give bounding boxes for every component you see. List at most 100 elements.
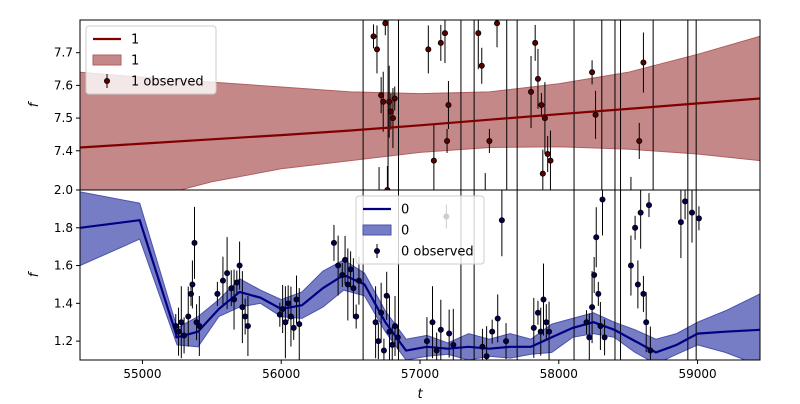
top-observed-point-16	[445, 102, 452, 109]
bot-observed-point-85	[695, 215, 702, 222]
bot-legend-band-swatch	[362, 224, 392, 236]
bot-observed-point-51	[446, 330, 453, 337]
top-ytick-label-0: 7.4	[54, 144, 73, 158]
bot-observed-point-28	[330, 239, 337, 246]
bot-observed-point-54	[483, 353, 490, 360]
bot-observed-point-46	[423, 338, 430, 345]
bot-ytick-label-0: 1.2	[54, 334, 73, 348]
xtick-label-2: 57000	[401, 367, 439, 381]
bot-observed-point-7	[191, 239, 198, 246]
bot-observed-point-39	[378, 309, 385, 316]
top-observed-point-7	[386, 98, 393, 105]
bot-observed-point-56	[494, 315, 501, 322]
bot-observed-point-34	[350, 285, 357, 292]
top-observed-point-26	[539, 170, 546, 177]
top-observed-point-15	[444, 137, 451, 144]
bot-observed-point-65	[583, 319, 590, 326]
bot-observed-point-78	[640, 290, 647, 297]
bot-legend-label-0: 0	[401, 203, 409, 218]
bot-observed-point-61	[537, 328, 544, 335]
bot-observed-point-47	[429, 319, 436, 326]
bot-observed-point-36	[355, 277, 362, 284]
bot-observed-point-53	[479, 343, 486, 350]
top-observed-point-17	[475, 30, 482, 37]
bot-observed-point-29	[335, 262, 342, 269]
bot-observed-point-77	[637, 209, 644, 216]
top-legend-box	[85, 25, 217, 95]
bot-observed-point-40	[380, 347, 387, 354]
top-observed-point-23	[532, 39, 539, 46]
top-observed-point-31	[592, 111, 599, 118]
top-observed-point-29	[547, 157, 554, 164]
top-observed-point-28	[544, 151, 551, 158]
top-observed-point-24	[534, 75, 541, 82]
bot-observed-point-58	[503, 338, 510, 345]
bot-observed-point-24	[287, 313, 294, 320]
bottom-legend: 0 0 0 observed	[355, 195, 485, 265]
bot-observed-point-37	[372, 319, 379, 326]
top-observed-point-12	[430, 157, 437, 164]
bot-observed-point-42	[386, 328, 393, 335]
bot-observed-point-10	[214, 290, 221, 297]
bot-observed-point-20	[276, 311, 283, 318]
bot-observed-point-68	[591, 271, 598, 278]
bot-observed-point-57	[498, 217, 505, 224]
top-observed-point-20	[486, 137, 493, 144]
bot-legend-label-1: 0	[401, 224, 409, 239]
top-legend-point-swatch	[104, 78, 111, 85]
top-y-axis-label: f	[27, 100, 42, 107]
bot-observed-point-1	[175, 328, 182, 335]
xtick-label-0: 55000	[123, 367, 161, 381]
top-observed-point-18	[478, 62, 485, 69]
top-observed-point-9	[389, 115, 396, 122]
top-mean-line	[80, 97, 760, 149]
top-observed-point-11	[425, 46, 432, 53]
bot-observed-point-71	[597, 322, 604, 329]
bot-observed-point-31	[342, 256, 349, 263]
bot-observed-point-55	[489, 328, 496, 335]
top-observed-point-13	[437, 39, 444, 46]
bot-observed-point-12	[224, 270, 231, 277]
top-band-area	[80, 35, 760, 190]
bot-observed-point-48	[433, 347, 440, 354]
bot-observed-point-6	[189, 281, 196, 288]
bot-observed-point-11	[219, 277, 226, 284]
bot-observed-point-60	[534, 309, 541, 316]
xtick-label-4: 59000	[678, 367, 716, 381]
xtick-label-3: 58000	[540, 367, 578, 381]
bot-observed-point-27	[296, 321, 303, 328]
top-legend-label-2: 1 observed	[131, 75, 204, 90]
bot-legend-point-swatch	[373, 247, 380, 254]
bot-ytick-label-4: 2.0	[54, 183, 73, 197]
bot-observed-point-67	[589, 304, 596, 311]
top-observed-point-8	[387, 108, 394, 115]
top-observed-point-5	[382, 20, 389, 27]
bot-observed-point-9	[196, 322, 203, 329]
bot-observed-point-62	[540, 296, 547, 303]
bot-observed-point-18	[242, 313, 249, 320]
bot-observed-point-38	[375, 338, 382, 345]
bot-legend-box	[355, 195, 485, 265]
bot-observed-point-35	[353, 313, 360, 320]
bot-observed-point-26	[293, 296, 300, 303]
bot-observed-point-22	[282, 319, 289, 326]
bot-observed-point-45	[394, 334, 401, 341]
bot-observed-point-59	[530, 324, 537, 331]
bot-legend-label-2: 0 observed	[401, 245, 474, 260]
bot-observed-point-84	[689, 209, 696, 216]
top-observed-point-34	[640, 59, 647, 66]
bot-observed-point-76	[634, 281, 641, 288]
top-legend-band-swatch	[92, 54, 122, 66]
bot-observed-point-41	[383, 292, 390, 299]
bot-ytick-label-3: 1.8	[54, 221, 73, 235]
top-observed-point-10	[391, 95, 398, 102]
top-panel: 7.47.57.67.7 f 111 observed	[27, 19, 761, 191]
bot-observed-point-63	[543, 319, 550, 326]
bot-observed-point-32	[344, 281, 351, 288]
bot-observed-point-66	[586, 334, 593, 341]
top-observed-point-33	[636, 137, 643, 144]
bot-observed-point-5	[188, 290, 195, 297]
